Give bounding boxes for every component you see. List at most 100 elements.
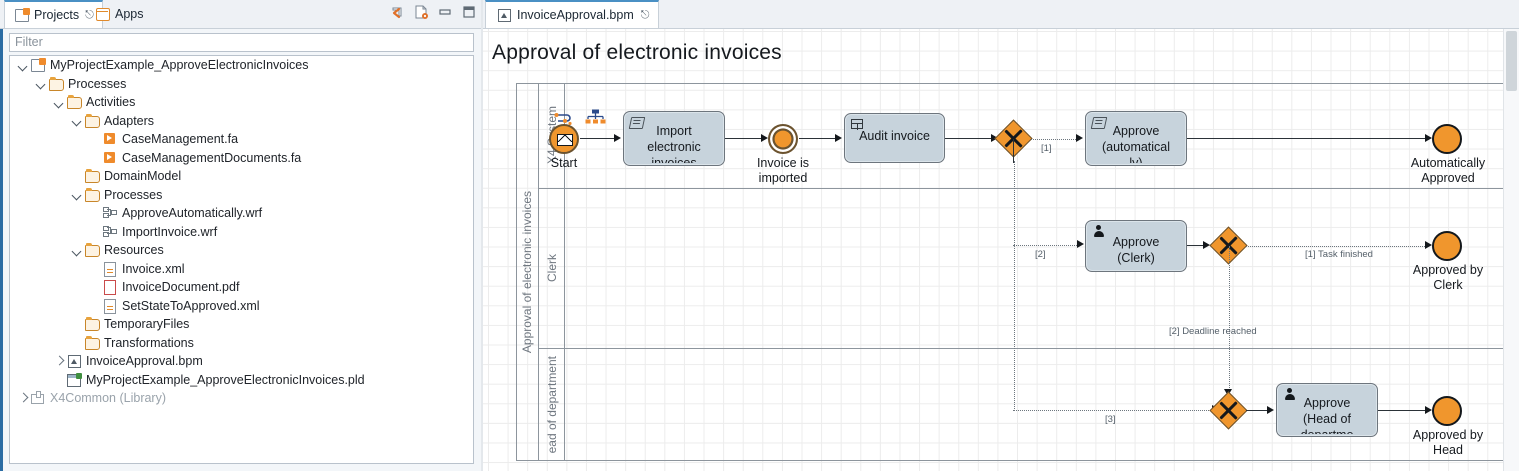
- filter-input[interactable]: Filter: [9, 33, 474, 52]
- tree-item[interactable]: Transformations: [10, 334, 473, 353]
- task-approve-automatically[interactable]: Approve (automatical ly): [1085, 111, 1187, 166]
- task-import-electronic-invoices[interactable]: Import electronic invoices: [623, 111, 725, 166]
- tree-item[interactable]: Resources: [10, 241, 473, 260]
- tree-item[interactable]: InvoiceApproval.bpm: [10, 352, 473, 371]
- end-event-automatically-approved[interactable]: [1432, 124, 1462, 154]
- back-arrow-icon[interactable]: [389, 4, 405, 20]
- editor-tab-label: InvoiceApproval.bpm: [517, 8, 634, 22]
- tree-item[interactable]: MyProjectExample_ApproveElectronicInvoic…: [10, 56, 473, 75]
- arrowhead: [1425, 241, 1432, 249]
- flow-audit-to-gateway1: [945, 138, 993, 140]
- tree-item[interactable]: TemporaryFiles: [10, 315, 473, 334]
- editor-vertical-scrollbar[interactable]: [1503, 29, 1519, 471]
- editor-tab-close-icon[interactable]: ⎋: [640, 8, 650, 21]
- chevron-down-icon[interactable]: [36, 78, 47, 89]
- tree-item[interactable]: Invoice.xml: [10, 260, 473, 279]
- chevron-right-icon[interactable]: [18, 393, 29, 404]
- lane-separator-2: [539, 348, 1519, 349]
- tree-item[interactable]: Processes: [10, 75, 473, 94]
- task-import-label: Import electronic invoices: [647, 124, 701, 163]
- tab-invoiceapproval-bpm[interactable]: InvoiceApproval.bpm ⎋: [485, 0, 660, 28]
- tree-item[interactable]: DomainModel: [10, 167, 473, 186]
- projects-icon: [14, 8, 30, 22]
- tree-item-label: Processes: [68, 76, 127, 91]
- tree-spacer: [90, 152, 101, 163]
- tree-spacer: [72, 319, 83, 330]
- tree-item[interactable]: ImportInvoice.wrf: [10, 223, 473, 242]
- flow-label-branch1: [1]: [1041, 143, 1052, 154]
- tree-item-label: Invoice.xml: [122, 261, 185, 276]
- tree-item[interactable]: ApproveAutomatically.wrf: [10, 204, 473, 223]
- folder-icon: [48, 76, 64, 91]
- chevron-down-icon[interactable]: [72, 245, 83, 256]
- tree-item[interactable]: CaseManagementDocuments.fa: [10, 149, 473, 168]
- tab-projects[interactable]: Projects ⎋: [4, 0, 103, 28]
- task-approve-head-label: Approve (Head of departme: [1301, 396, 1354, 434]
- task-audit-label: Audit invoice: [859, 129, 930, 143]
- flow-gateway2-task-finished: [1246, 246, 1427, 247]
- bpmn-canvas[interactable]: Approval of electronic invoices Approval…: [483, 29, 1519, 471]
- tree-spacer: [72, 337, 83, 348]
- table-task-icon: [851, 118, 864, 130]
- tree-item[interactable]: Processes: [10, 186, 473, 205]
- flow-label-task-finished: [1] Task finished: [1305, 249, 1373, 260]
- apps-icon: [95, 7, 111, 21]
- flow-import-to-imported: [725, 138, 763, 140]
- flow-label-branch3: [3]: [1105, 414, 1116, 425]
- tree-spacer: [90, 226, 101, 237]
- flow-gateway2-down-dotted: [1228, 246, 1230, 394]
- folder-icon: [84, 317, 100, 332]
- tree-item[interactable]: SetStateToApproved.xml: [10, 297, 473, 316]
- start-event-message[interactable]: [549, 124, 579, 154]
- tab-apps-label: Apps: [115, 6, 144, 21]
- task-audit-invoice[interactable]: Audit invoice: [844, 113, 945, 163]
- end-event-approved-by-head[interactable]: [1432, 396, 1462, 426]
- editor-tabstrip: InvoiceApproval.bpm ⎋: [483, 0, 1519, 29]
- chevron-down-icon[interactable]: [72, 115, 83, 126]
- tree-item[interactable]: InvoiceDocument.pdf: [10, 278, 473, 297]
- user-task-icon: [1092, 225, 1105, 237]
- minimize-icon[interactable]: [437, 4, 453, 20]
- flow-label-deadline-reached: [2] Deadline reached: [1169, 326, 1257, 337]
- arrowhead: [1076, 134, 1083, 142]
- tree-item-label: ImportInvoice.wrf: [122, 224, 218, 239]
- tree-item[interactable]: CaseManagement.fa: [10, 130, 473, 149]
- tab-projects-close-icon[interactable]: ⎋: [85, 8, 94, 21]
- lane-label-head-of-department: ead of department: [539, 348, 565, 461]
- gateway-x-icon: [1215, 397, 1242, 424]
- chevron-down-icon[interactable]: [18, 60, 29, 71]
- link-with-editor-icon[interactable]: [413, 4, 429, 20]
- pdf-file-icon: [102, 280, 118, 296]
- chevron-down-icon[interactable]: [72, 189, 83, 200]
- tree-item-label: CaseManagementDocuments.fa: [122, 150, 302, 165]
- chevron-down-icon[interactable]: [54, 97, 65, 108]
- tree-item-label: InvoiceDocument.pdf: [122, 280, 240, 295]
- flow-gateway3-to-head: [1246, 410, 1270, 412]
- tree-spacer: [54, 374, 65, 385]
- end-event-approved-by-clerk[interactable]: [1432, 231, 1462, 261]
- task-approve-clerk[interactable]: Approve (Clerk): [1085, 220, 1187, 272]
- project-tree[interactable]: MyProjectExample_ApproveElectronicInvoic…: [9, 55, 474, 464]
- tree-item-label: MyProjectExample_ApproveElectronicInvoic…: [50, 58, 309, 73]
- tree-item[interactable]: Activities: [10, 93, 473, 112]
- scrollbar-thumb[interactable]: [1506, 31, 1517, 91]
- bpmn-editor-panel: InvoiceApproval.bpm ⎋ Approval of electr…: [483, 0, 1519, 471]
- arrowhead: [614, 134, 621, 142]
- start-event-label: Start: [550, 156, 578, 170]
- chevron-right-icon[interactable]: [54, 356, 65, 367]
- tree-item[interactable]: Adapters: [10, 112, 473, 131]
- task-approve-head-of-department[interactable]: Approve (Head of departme: [1276, 383, 1378, 437]
- arrowhead: [1203, 241, 1210, 249]
- panel-splitter[interactable]: [481, 0, 484, 471]
- workflow-icon: [102, 225, 118, 239]
- tab-apps[interactable]: Apps: [86, 0, 152, 27]
- flow-clerk-to-gateway2: [1187, 245, 1207, 247]
- tree-item[interactable]: X4Common (Library): [10, 389, 473, 408]
- explorer-tabstrip: Projects ⎋ Apps: [0, 0, 483, 29]
- xml-file-icon: [102, 298, 118, 314]
- tree-item-label: DomainModel: [104, 169, 182, 184]
- arrowhead: [1077, 240, 1084, 248]
- intermediate-event-invoice-imported[interactable]: [768, 124, 798, 154]
- maximize-icon[interactable]: [461, 4, 477, 20]
- tree-item[interactable]: MyProjectExample_ApproveElectronicInvoic…: [10, 371, 473, 390]
